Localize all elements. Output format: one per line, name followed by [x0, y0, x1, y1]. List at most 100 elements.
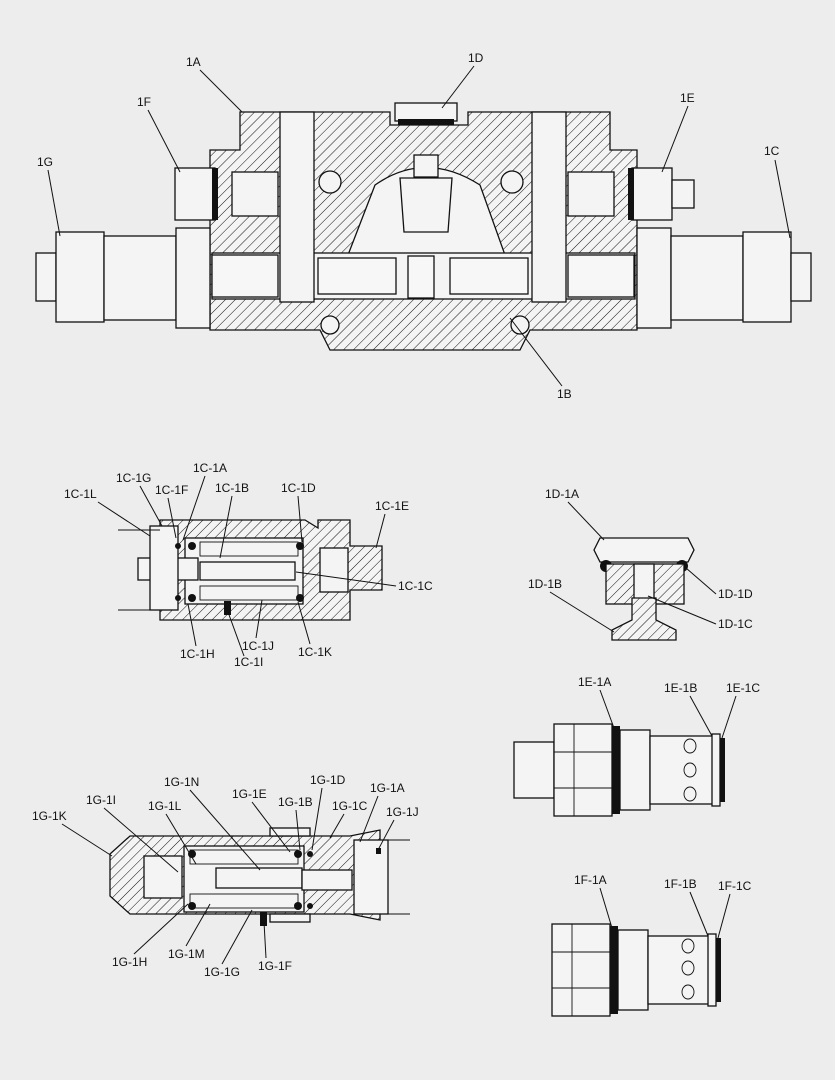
spool-right — [567, 254, 635, 298]
detail-1G-oring — [294, 850, 302, 858]
label-1D-1B: 1D-1B — [528, 577, 562, 591]
label-1F-1C: 1F-1C — [718, 879, 752, 893]
label-1C-1H: 1C-1H — [180, 647, 215, 661]
detail-1F-port — [681, 938, 695, 954]
detail-1G — [109, 827, 410, 926]
relief-valve-1F — [174, 167, 216, 221]
detail-1C-oring — [296, 542, 304, 550]
label-1C-1C: 1C-1C — [398, 579, 433, 593]
detail-1G-oring — [188, 902, 196, 910]
label-1G-1N: 1G-1N — [164, 775, 199, 789]
detail-1C-labels: 1C-1A 1C-1B 1C-1C 1C-1D 1C-1E 1C-1F 1C-1… — [64, 461, 433, 669]
detail-1E-seal — [612, 726, 620, 814]
label-1E: 1E — [680, 91, 695, 105]
end-cap-1G-body — [103, 235, 177, 321]
label-1E-1C: 1E-1C — [726, 681, 760, 695]
detail-1F-body — [647, 935, 711, 1005]
label-1B: 1B — [557, 387, 572, 401]
label-1G-1I: 1G-1I — [86, 793, 116, 807]
relief-valve-1E — [631, 167, 673, 221]
label-1G-1L: 1G-1L — [148, 799, 182, 813]
detail-1G-cavity — [143, 855, 183, 899]
detail-1D-labels: 1D-1A 1D-1B 1D-1C 1D-1D — [528, 487, 753, 633]
detail-1F — [551, 923, 721, 1017]
end-cap-1G-tip — [35, 252, 57, 302]
relief-valve-1E-seal — [628, 168, 634, 220]
detail-1E-labels: 1E-1A 1E-1B 1E-1C — [578, 675, 760, 739]
detail-1E-cap — [513, 741, 555, 799]
detail-1F-ring — [707, 933, 717, 1007]
end-cap-1C-tip — [790, 252, 812, 302]
detail-1G-oring — [307, 851, 313, 857]
label-1C-1K: 1C-1K — [298, 645, 332, 659]
detail-1C-oring — [188, 594, 196, 602]
detail-1G-labels: 1G-1A 1G-1B 1G-1C 1G-1D 1G-1E 1G-1F 1G-1… — [32, 773, 419, 979]
relief-valve-1F-body — [231, 171, 279, 217]
spool-center — [407, 255, 435, 299]
label-1G-1F: 1G-1F — [258, 959, 292, 973]
label-1D-1A: 1D-1A — [545, 487, 579, 501]
detail-1E-neck — [619, 729, 651, 811]
detail-1E-hex — [553, 723, 613, 817]
detail-1F-seal — [610, 926, 618, 1014]
passage-right — [531, 111, 567, 303]
detail-1D-hex-nut — [593, 537, 695, 563]
end-cap-1C-nut — [742, 231, 792, 323]
detail-1G-plate-bottom — [269, 913, 311, 923]
port-hole — [510, 315, 530, 335]
label-1D: 1D — [468, 51, 484, 65]
label-1G-1B: 1G-1B — [278, 795, 313, 809]
label-1C-1E: 1C-1E — [375, 499, 409, 513]
detail-1G-plate-top — [269, 827, 311, 837]
label-1C: 1C — [764, 144, 780, 158]
detail-1F-seal-end — [716, 938, 721, 1002]
label-1G: 1G — [37, 155, 53, 169]
spool-land-right — [449, 257, 529, 295]
label-1G-1J: 1G-1J — [386, 805, 419, 819]
label-1G-1G: 1G-1G — [204, 965, 240, 979]
label-1E-1A: 1E-1A — [578, 675, 611, 689]
label-1C-1I: 1C-1I — [234, 655, 263, 669]
label-1C-1G: 1C-1G — [116, 471, 151, 485]
poppet-stem — [413, 154, 439, 178]
detail-1E-port — [683, 738, 697, 754]
plug-1D-seal — [398, 119, 454, 125]
detail-1E-port — [683, 762, 697, 778]
detail-1F-port — [681, 984, 695, 1000]
label-1F-1B: 1F-1B — [664, 877, 697, 891]
detail-1C-spring-lower — [199, 585, 299, 601]
detail-1G-oring — [307, 903, 313, 909]
main-labels: 1A 1B 1C 1D 1E 1F 1G — [37, 51, 791, 401]
detail-1D-poppet — [611, 597, 677, 641]
detail-1F-port — [681, 960, 695, 976]
detail-1F-neck — [617, 929, 649, 1011]
detail-1G-oring — [294, 902, 302, 910]
detail-1G-oring — [188, 850, 196, 858]
detail-1C-cavity — [319, 547, 349, 593]
label-1C-1J: 1C-1J — [242, 639, 274, 653]
detail-1G-piston — [301, 869, 353, 891]
detail-1G-end-plate — [353, 839, 389, 915]
label-1G-1H: 1G-1H — [112, 955, 147, 969]
detail-1C-oring — [175, 595, 181, 601]
detail-1C-seal — [224, 601, 231, 615]
label-1C-1F: 1C-1F — [155, 483, 188, 497]
detail-1G-spring-lower — [189, 893, 299, 909]
relief-valve-1F-seal — [212, 168, 218, 220]
detail-1C-oring — [175, 543, 181, 549]
label-1D-1D: 1D-1D — [718, 587, 753, 601]
detail-1D — [593, 537, 695, 641]
detail-1G-seal-end — [376, 848, 381, 854]
end-cap-1G-flange — [175, 227, 211, 329]
label-1G-1D: 1G-1D — [310, 773, 346, 787]
spool-land-left — [317, 257, 397, 295]
end-cap-1C-body — [670, 235, 744, 321]
detail-1C-oring — [296, 594, 304, 602]
label-1G-1M: 1G-1M — [168, 947, 205, 961]
passage-left — [279, 111, 315, 303]
detail-1C — [118, 519, 383, 621]
detail-1F-labels: 1F-1A 1F-1B 1F-1C — [574, 873, 752, 939]
label-1C-1D: 1C-1D — [281, 481, 316, 495]
port-hole — [318, 170, 342, 194]
